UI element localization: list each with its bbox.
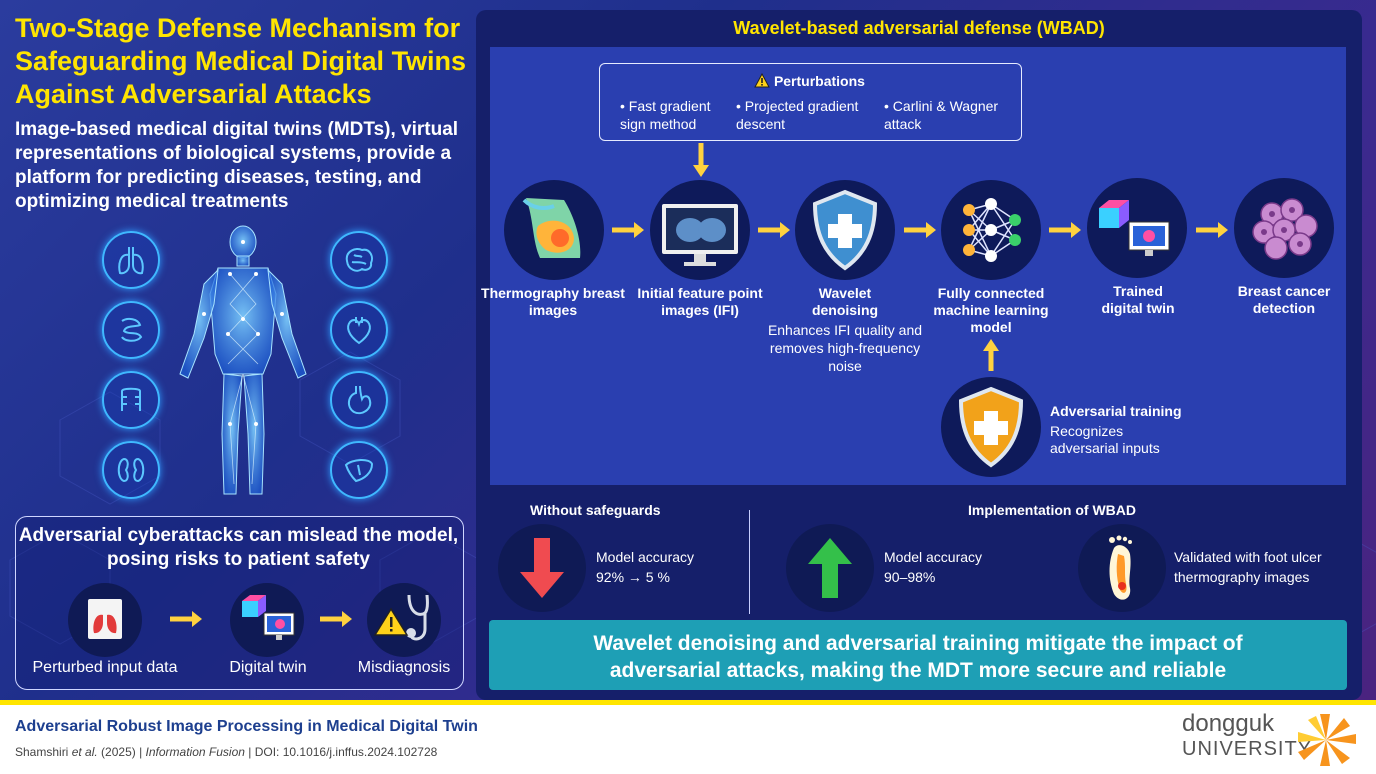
- lung-xray-icon: [88, 599, 122, 639]
- liver-icon: [330, 441, 388, 499]
- intestine-icon: [102, 301, 160, 359]
- arrow-right-icon: [612, 222, 644, 238]
- thermography-circle: [504, 180, 604, 280]
- brand-name: dongguk: [1182, 710, 1275, 737]
- arrow-right-icon: [758, 222, 790, 238]
- footer-divider: [0, 700, 1376, 705]
- step-label: Thermography breast images: [481, 285, 625, 318]
- arrow-right-icon: [170, 611, 202, 627]
- perturbations-title: Perturbations: [599, 72, 1020, 91]
- accuracy-label: Model accuracy: [884, 549, 983, 565]
- perturbation-item: • Projected gradient descent: [736, 98, 859, 132]
- conclusion-text: Wavelet denoising and adversarial traini…: [593, 632, 1243, 682]
- warning-icon: [754, 72, 770, 91]
- step-label: Breast cancer detection: [1237, 283, 1331, 316]
- wbad-title: Wavelet-based adversarial defense (WBAD): [733, 18, 1105, 38]
- footer-title: Adversarial Robust Image Processing in M…: [15, 718, 478, 735]
- wbad-implementation-title: Implementation of WBAD: [968, 502, 1136, 518]
- foot-circle: [1078, 524, 1166, 612]
- risk-step-label: Perturbed input data: [32, 659, 178, 676]
- human-body-figure: [179, 225, 307, 495]
- step-label: Trained digital twin: [1101, 283, 1175, 316]
- breast-thermography-icon: [522, 198, 581, 258]
- cancer-detection-circle: [1234, 178, 1334, 278]
- heart-icon: [330, 301, 388, 359]
- arrow-down-red-icon: [520, 538, 564, 598]
- digital-twin-circle: [230, 583, 304, 657]
- decrease-circle: [498, 524, 586, 612]
- arrow-right-icon: [1049, 222, 1081, 238]
- monitor-icon: [662, 204, 738, 266]
- cancer-cells-icon: [1252, 198, 1318, 260]
- arrow-down-icon: [693, 143, 709, 177]
- without-safeguards-title: Without safeguards: [530, 502, 661, 518]
- brand-subtitle: UNIVERSITY: [1182, 738, 1313, 760]
- accuracy-value: 90–98%: [884, 569, 936, 585]
- misdiagnosis-circle: [367, 583, 441, 657]
- trained-twin-circle: [1087, 178, 1187, 278]
- perturbations-box: [599, 63, 1022, 141]
- adversarial-training-circle: [941, 377, 1041, 477]
- kidneys-icon: [102, 441, 160, 499]
- shield-icon: [812, 189, 878, 271]
- colon-icon: [102, 371, 160, 429]
- stomach-icon: [330, 371, 388, 429]
- page-title: Two-Stage Defense Mechanism for Safeguar…: [15, 13, 467, 109]
- arrow-right-icon: [1196, 222, 1228, 238]
- step-description: Enhances IFI quality and removes high-fr…: [767, 322, 923, 374]
- adv-training-desc: Recognizes adversarial inputs: [1050, 423, 1160, 456]
- validation-text: Validated with foot ulcer thermography i…: [1174, 549, 1322, 585]
- results-divider: [749, 510, 750, 614]
- adv-training-label: Adversarial training: [1050, 403, 1182, 419]
- perturbed-input-circle: [68, 583, 142, 657]
- ifi-circle: [650, 180, 750, 280]
- lungs-icon: [102, 231, 160, 289]
- warning-stethoscope-icon: [373, 594, 429, 641]
- perturbation-item: • Carlini & Wagner attack: [884, 98, 999, 132]
- dongguk-logo-icon: [1298, 714, 1356, 766]
- arrow-right-icon: [320, 611, 352, 627]
- arrow-up-green-icon: [808, 538, 852, 598]
- step-label: Fully connected machine learning model: [933, 285, 1049, 335]
- digital-twin-icon: [1099, 200, 1170, 256]
- arrow-up-icon: [983, 339, 999, 371]
- arrow-right-icon: [904, 222, 936, 238]
- step-label: Wavelet denoising: [811, 285, 879, 318]
- foot-thermography-icon: [1109, 535, 1132, 600]
- risk-title: Adversarial cyberattacks can mislead the…: [18, 525, 459, 570]
- step-label: Initial feature point images (IFI): [637, 285, 763, 318]
- shield-icon: [958, 386, 1024, 468]
- accuracy-value: 92% → 5 %: [596, 569, 670, 585]
- brain-icon: [330, 231, 388, 289]
- increase-circle: [786, 524, 874, 612]
- perturbation-item: • Fast gradient sign method: [620, 98, 711, 132]
- risk-step-label: Misdiagnosis: [357, 659, 451, 676]
- ml-model-circle: [941, 180, 1041, 280]
- intro-text: Image-based medical digital twins (MDTs)…: [15, 119, 459, 212]
- accuracy-label: Model accuracy: [596, 549, 695, 565]
- conclusion-banner: [489, 620, 1347, 690]
- neural-network-icon: [963, 198, 1021, 262]
- wavelet-circle: [795, 180, 895, 280]
- digital-twin-icon: [242, 595, 295, 640]
- wbad-flow-area: [490, 47, 1346, 485]
- risk-step-label: Digital twin: [229, 659, 307, 676]
- footer-citation: Shamshiri et al. (2025) | Information Fu…: [15, 745, 438, 759]
